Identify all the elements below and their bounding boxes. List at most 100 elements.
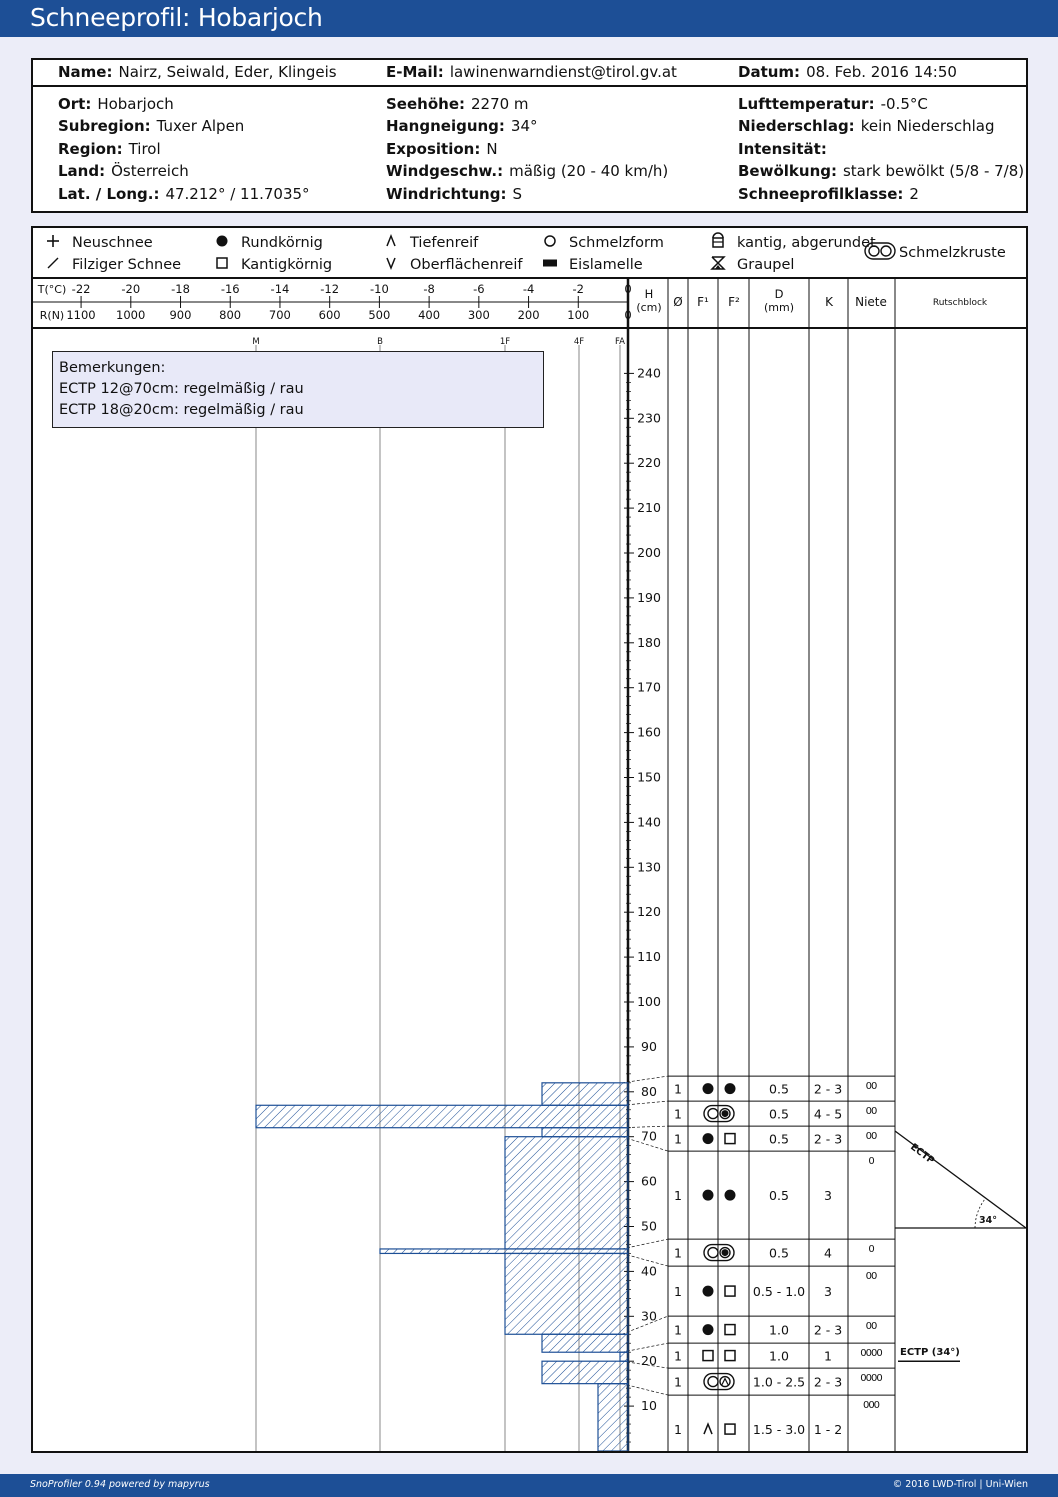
r-tick-label: 300 xyxy=(468,308,490,322)
layer-d-8: 1.0 xyxy=(769,1349,789,1364)
layer-f2-10 xyxy=(724,1423,736,1435)
t-axis-label: T(°C) xyxy=(37,283,66,296)
layer-k-10: 1 - 2 xyxy=(814,1422,842,1437)
t-tick-label: -6 xyxy=(473,282,484,296)
layer-k-1: 2 - 3 xyxy=(814,1082,842,1097)
info-region: Region:Tirol xyxy=(58,140,161,158)
profile-date: Datum:08. Feb. 2016 14:50 xyxy=(738,63,957,81)
layer-niete-8: 0000 xyxy=(860,1348,882,1359)
layer-f1-3 xyxy=(702,1133,714,1145)
layer-bar-1 xyxy=(541,1082,629,1106)
h-tick-label: 220 xyxy=(637,455,661,470)
layer-niete-1: 00 xyxy=(866,1081,877,1092)
info-intensitaet: Intensität: xyxy=(738,140,827,158)
h-tick-label: 190 xyxy=(637,590,661,605)
layer-f2-1 xyxy=(724,1083,736,1095)
h-tick-label: 100 xyxy=(637,994,661,1009)
footer-copyright: © 2016 LWD-Tirol | Uni-Wien xyxy=(892,1479,1028,1490)
h-tick-label: 10 xyxy=(641,1398,657,1413)
layer-connector xyxy=(621,1136,669,1152)
layer-theta-9: 1 xyxy=(674,1375,682,1390)
layer-connector xyxy=(621,1360,669,1369)
r-tick-label: 500 xyxy=(368,308,390,322)
layer-theta-8: 1 xyxy=(674,1349,682,1364)
legend-open-square-icon xyxy=(216,257,228,269)
observer-email: E-Mail:lawinenwarndienst@tirol.gv.at xyxy=(386,63,677,81)
r-tick-label: 400 xyxy=(418,308,440,322)
slope-angle-arc xyxy=(974,1198,986,1229)
layer-d-7: 1.0 xyxy=(769,1323,789,1338)
layer-theta-6: 1 xyxy=(674,1284,682,1299)
legend-filled-circle-icon xyxy=(216,235,228,247)
legend-label-6: Oberflächenreif xyxy=(410,257,523,273)
t-tick-label: -20 xyxy=(121,282,140,296)
layer-k-8: 1 xyxy=(824,1349,832,1364)
t-tick-label: -18 xyxy=(171,282,190,296)
layer-f1-1 xyxy=(702,1083,714,1095)
remarks-line-1: ECTP 12@70cm: regelmäßig / rau xyxy=(59,381,304,397)
layer-d-2: 0.5 xyxy=(769,1107,789,1122)
layer-k-9: 2 - 3 xyxy=(814,1375,842,1390)
h-tick-label: 50 xyxy=(641,1219,657,1234)
layer-niete-6: 00 xyxy=(866,1271,877,1282)
observer-name: Name:Nairz, Seiwald, Eder, Klingeis xyxy=(58,63,337,81)
layer-f2-7 xyxy=(724,1323,736,1336)
legend-label-1: Neuschnee xyxy=(72,235,153,251)
footer: SnoProfiler 0.94 powered by mapyrus © 20… xyxy=(0,1474,1058,1497)
legend-label-4: Kantigkörnig xyxy=(241,257,332,273)
stability-test-2-label: ECTP (34°) xyxy=(900,1347,960,1358)
title-bar: Schneeprofil: Hobarjoch xyxy=(0,0,1058,37)
layer-bar-4 xyxy=(504,1136,629,1250)
layer-connector xyxy=(621,1100,669,1106)
column-header-k: K xyxy=(825,295,834,309)
h-tick-label: 210 xyxy=(637,500,661,515)
stability-test-1-label: ECTP xyxy=(908,1142,936,1167)
layer-f1-9 xyxy=(703,1372,735,1391)
layer-bar-7 xyxy=(541,1333,629,1353)
legend-label-5: Tiefenreif xyxy=(409,235,479,251)
t-tick-label: -10 xyxy=(370,282,389,296)
column-header-niete: Niete xyxy=(855,295,887,309)
layer-connector xyxy=(621,1125,669,1129)
h-tick-label: 60 xyxy=(641,1174,657,1189)
layer-k-4: 3 xyxy=(824,1188,832,1203)
layer-f1-2 xyxy=(703,1104,735,1123)
hardness-tick-label: M xyxy=(252,337,259,347)
layer-theta-1: 1 xyxy=(674,1082,682,1097)
legend-label-3: Rundkörnig xyxy=(241,235,323,251)
r-tick-label: 1100 xyxy=(66,308,95,322)
layer-k-3: 2 - 3 xyxy=(814,1132,842,1147)
h-tick-label: 40 xyxy=(641,1263,657,1278)
layer-d-5: 0.5 xyxy=(769,1246,789,1261)
h-tick-label: 80 xyxy=(641,1084,657,1099)
r-tick-label: 700 xyxy=(269,308,291,322)
t-tick-label: -2 xyxy=(573,282,584,296)
layer-niete-2: 00 xyxy=(866,1106,877,1117)
layer-connector xyxy=(621,1253,669,1267)
t-tick-label: -14 xyxy=(271,282,290,296)
remarks-heading: Bemerkungen: xyxy=(59,360,166,376)
remarks-box: Bemerkungen: ECTP 12@70cm: regelmäßig / … xyxy=(52,351,544,428)
layer-niete-5: 0 xyxy=(868,1244,874,1255)
layer-niete-10: 000 xyxy=(863,1400,880,1411)
layer-connector xyxy=(621,1342,669,1353)
h-tick-label: 20 xyxy=(641,1353,657,1368)
info-ort: Ort:Hobarjoch xyxy=(58,95,174,113)
hardness-tick-label: 1F xyxy=(500,337,510,347)
info-hangneigung: Hangneigung:34° xyxy=(386,117,538,135)
layer-niete-4: 0 xyxy=(868,1156,874,1167)
remarks-line-2: ECTP 18@20cm: regelmäßig / rau xyxy=(59,402,304,418)
layer-k-5: 4 xyxy=(824,1246,832,1261)
layer-theta-10: 1 xyxy=(674,1422,682,1437)
layer-d-6: 0.5 - 1.0 xyxy=(753,1284,805,1299)
layer-k-7: 2 - 3 xyxy=(814,1323,842,1338)
column-header-d-unit: (mm) xyxy=(764,301,794,314)
h-tick-label: 120 xyxy=(637,904,661,919)
info-niederschlag: Niederschlag:kein Niederschlag xyxy=(738,117,995,135)
h-tick-label: 240 xyxy=(637,365,661,380)
r-axis-label: R(N) xyxy=(40,309,64,322)
layer-bar-9 xyxy=(541,1360,629,1385)
footer-credit: SnoProfiler 0.94 powered by mapyrus xyxy=(30,1479,210,1490)
